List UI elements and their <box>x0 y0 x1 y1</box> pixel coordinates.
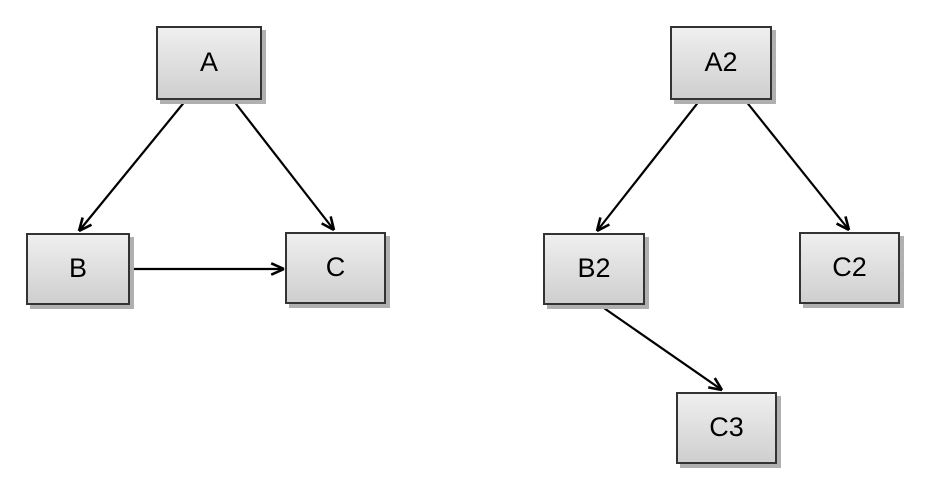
node-B2[interactable]: B2 <box>543 233 645 305</box>
node-label: A2 <box>704 46 738 77</box>
node-C2[interactable]: C2 <box>799 232 900 304</box>
node-A[interactable]: A <box>156 26 262 100</box>
arrowhead-barb-1 <box>835 222 850 232</box>
node-C3[interactable]: C3 <box>676 392 777 464</box>
arrowhead-barb-2 <box>844 216 851 231</box>
edge-A2-to-C2 <box>744 99 851 232</box>
arrowhead-barb-2 <box>270 262 285 271</box>
node-label: B2 <box>577 252 611 283</box>
arrowhead-barb-1 <box>77 217 84 232</box>
edge-line <box>78 99 187 232</box>
edge-A-to-C <box>232 99 336 232</box>
node-B[interactable]: B <box>26 233 130 305</box>
arrowhead-barb-1 <box>595 217 602 232</box>
node-A2[interactable]: A2 <box>670 26 772 100</box>
edge-B-to-C <box>131 262 285 276</box>
arrowhead-barb-1 <box>270 267 285 276</box>
node-label: A <box>199 46 218 77</box>
arrowhead-barb-2 <box>596 223 610 233</box>
arrowhead-barb-1 <box>321 222 335 232</box>
node-label: C2 <box>832 251 867 282</box>
arrowhead-barb-2 <box>78 223 93 233</box>
edge-A2-to-B2 <box>595 99 701 233</box>
arrowhead-barb-2 <box>329 216 336 231</box>
arrowhead-barb-2 <box>713 377 724 391</box>
node-C[interactable]: C <box>285 232 386 304</box>
edge-line <box>232 99 335 231</box>
node-label: B <box>68 252 87 283</box>
edge-A-to-B <box>77 99 187 233</box>
arrowhead-barb-1 <box>708 386 723 392</box>
node-label: C <box>325 251 346 282</box>
node-label: C3 <box>709 411 744 442</box>
edge-line <box>596 99 701 232</box>
edge-B2-to-C3 <box>600 305 724 392</box>
edge-line <box>744 99 850 231</box>
edge-line <box>600 305 723 391</box>
